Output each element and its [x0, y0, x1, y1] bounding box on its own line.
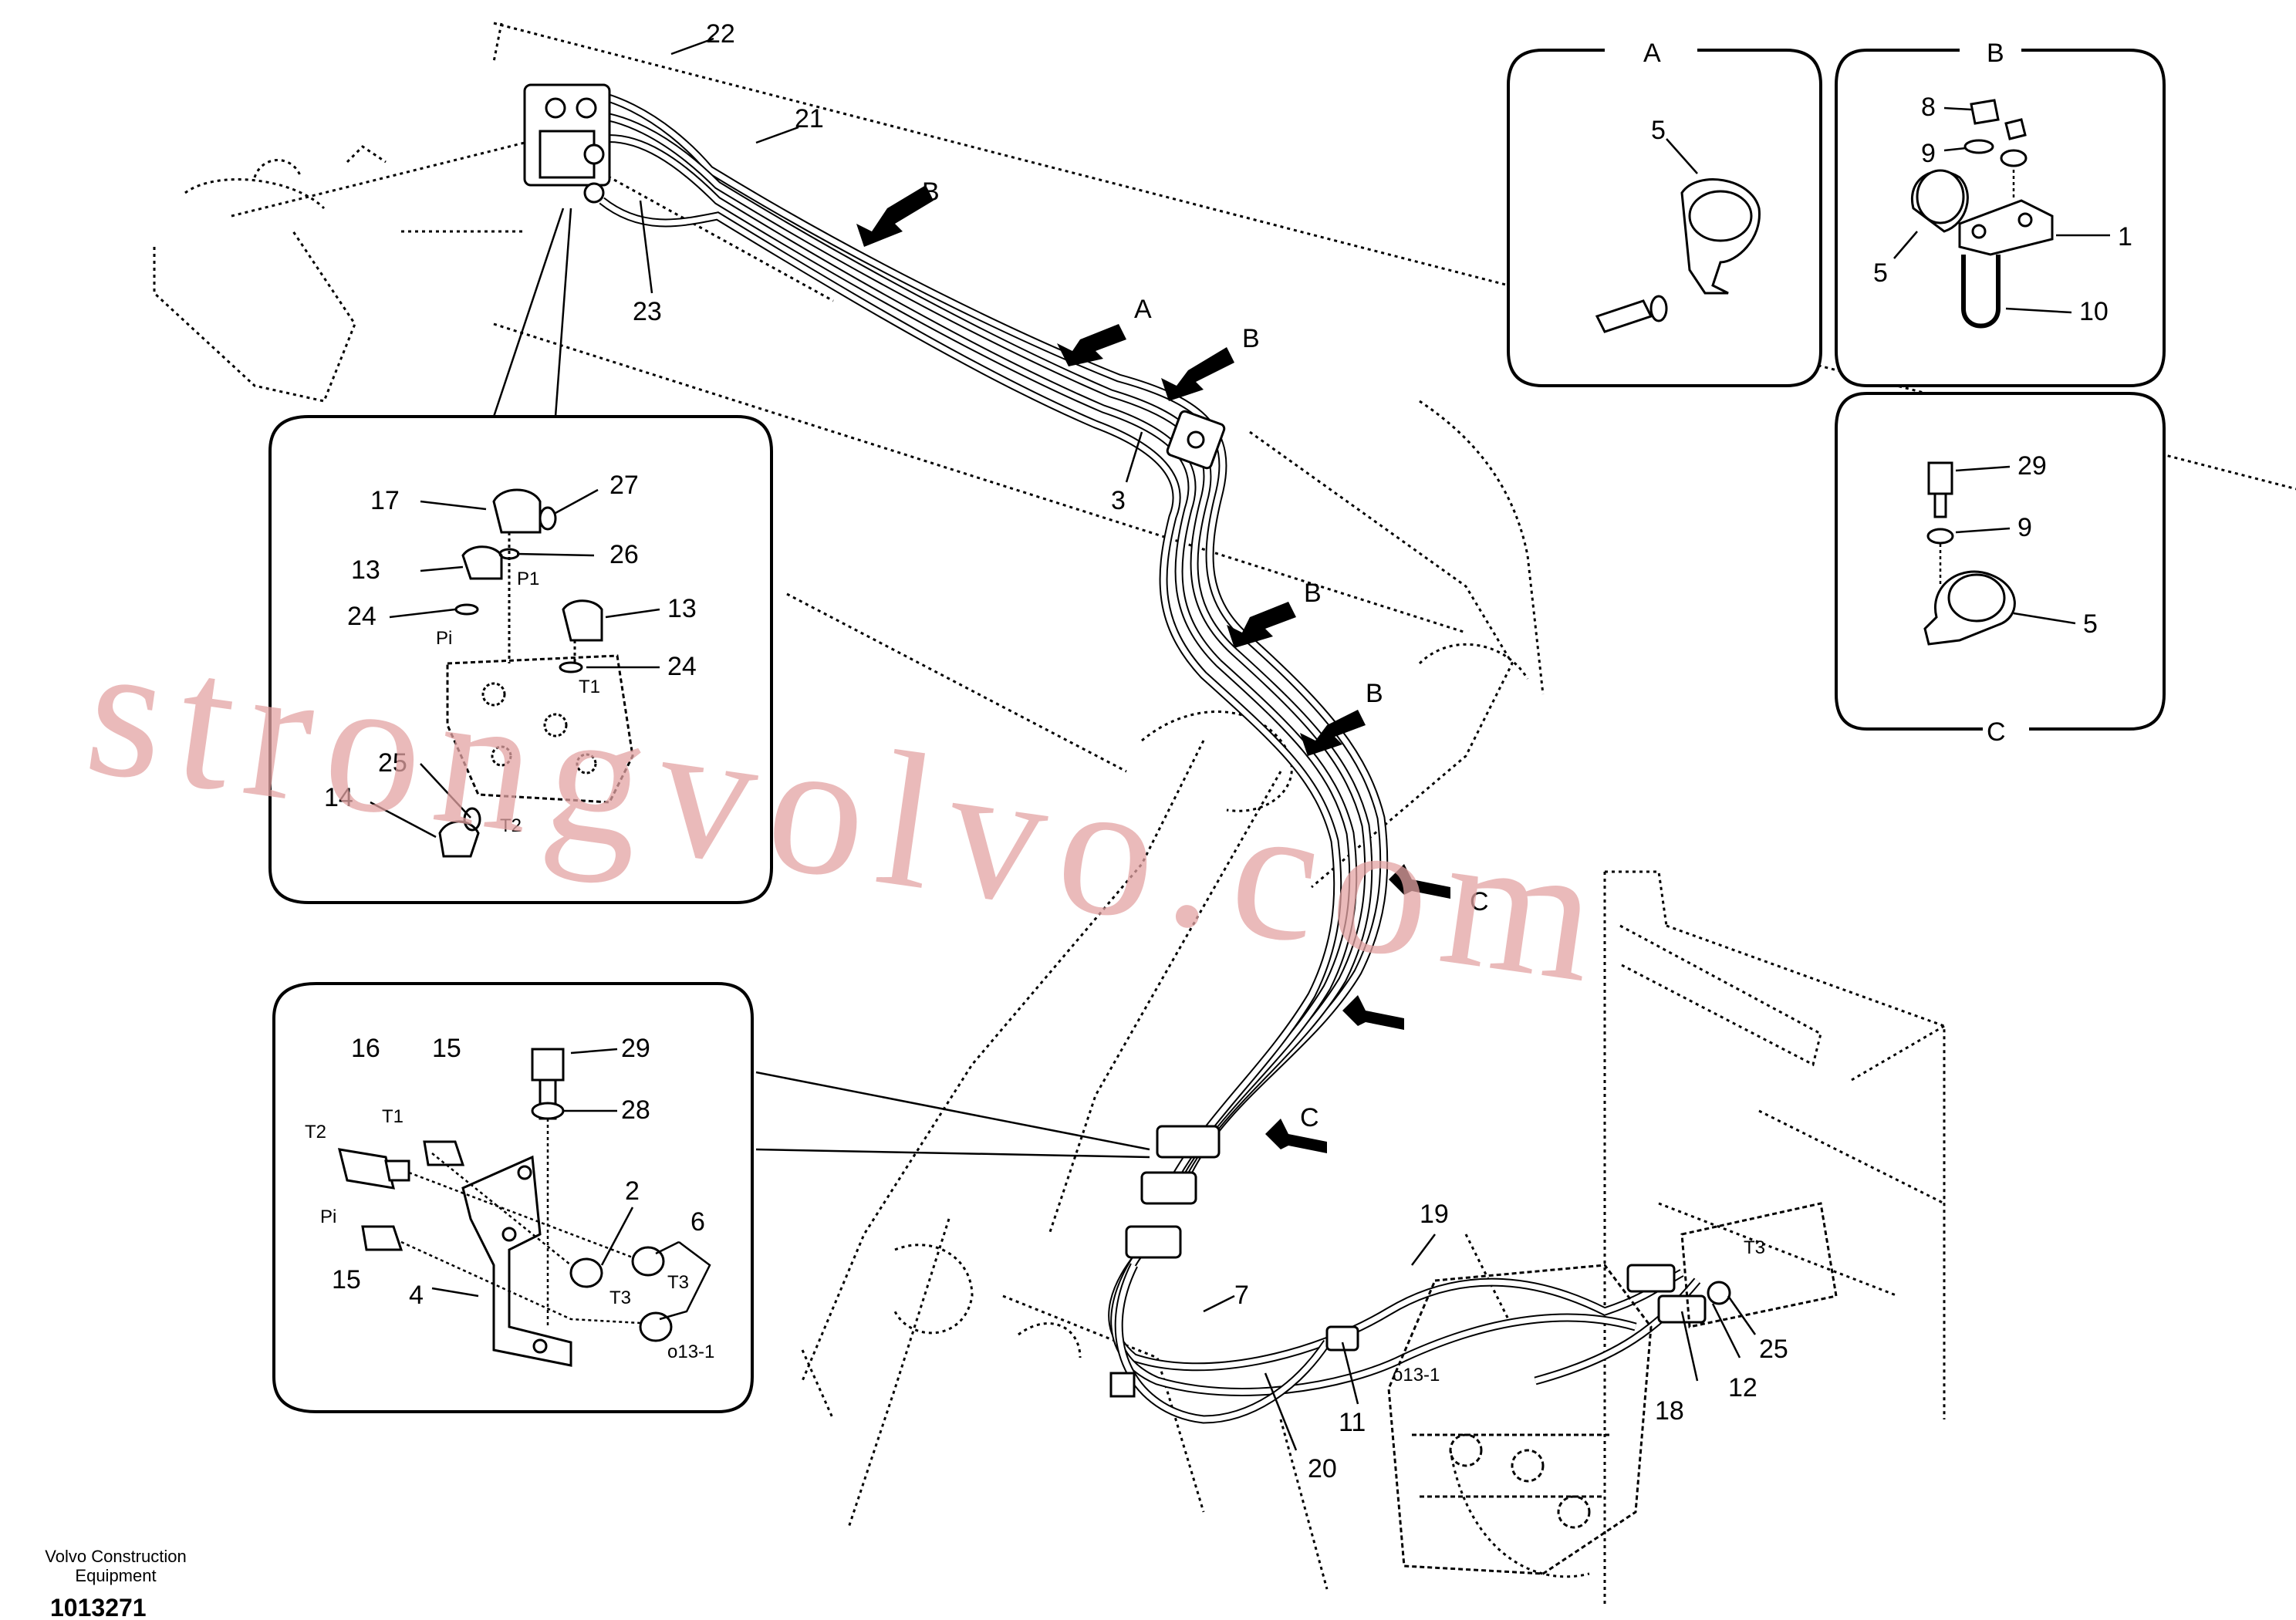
callout-c-29: 29	[2017, 451, 2047, 481]
callout-15-a: 15	[432, 1034, 461, 1063]
callout-11: 11	[1339, 1408, 1366, 1437]
callout-b-1: 1	[2118, 222, 2132, 251]
callout-27: 27	[609, 471, 639, 500]
callout-2: 2	[625, 1176, 640, 1206]
port-t3-main: T3	[1744, 1237, 1765, 1258]
callout-17: 17	[370, 486, 400, 515]
callout-24-a: 24	[347, 602, 376, 631]
hose-bundle	[555, 87, 1701, 1424]
arrow-a	[1057, 324, 1126, 366]
callout-b-5: 5	[1873, 258, 1888, 288]
detail-view-label-a: A	[1643, 39, 1661, 68]
callout-29-inset: 29	[621, 1034, 650, 1063]
port-pi-upper: Pi	[436, 628, 452, 649]
callout-23: 23	[633, 297, 662, 326]
port-t2-upper: T2	[500, 815, 522, 836]
main-leader-lines	[492, 37, 1757, 1451]
arrow-c3	[1265, 1119, 1327, 1153]
callout-7: 7	[1234, 1281, 1249, 1310]
arrow-c1	[1389, 864, 1450, 899]
callout-c-9: 9	[2017, 513, 2032, 542]
callout-c-5: 5	[2083, 609, 2098, 639]
callout-15-b: 15	[332, 1265, 361, 1294]
arrow-b3	[1227, 602, 1296, 648]
detail-view-c: C 29 9 5	[1835, 392, 2166, 747]
port-t1-upper: T1	[579, 677, 600, 697]
port-t3-lower-b: T3	[667, 1272, 689, 1293]
callout-b-8: 8	[1921, 93, 1936, 122]
footer-company-line2: Equipment	[75, 1566, 156, 1585]
callout-16: 16	[351, 1034, 380, 1063]
callout-24-b: 24	[667, 652, 697, 681]
arrow-label-a: A	[1134, 295, 1152, 324]
footer-company-line1: Volvo Construction	[45, 1547, 186, 1566]
callout-3: 3	[1111, 486, 1126, 515]
arrow-b2	[1161, 347, 1234, 401]
callout-a-5: 5	[1651, 116, 1666, 145]
callout-b-10: 10	[2079, 297, 2109, 326]
callout-26: 26	[609, 540, 639, 569]
arrow-label-b1: B	[922, 177, 940, 207]
callout-18: 18	[1655, 1396, 1684, 1426]
callout-14: 14	[324, 783, 353, 812]
inset-bracket-assembly: 16 15 29 28 2 6 15 4 T2 T1 Pi T3 T3 o13-…	[272, 982, 754, 1413]
port-p1: P1	[517, 569, 539, 589]
detail-view-label-c: C	[1987, 717, 2006, 747]
callout-12: 12	[1728, 1373, 1757, 1402]
callout-20: 20	[1308, 1454, 1337, 1483]
callout-13-b: 13	[667, 594, 697, 623]
callout-19: 19	[1420, 1200, 1449, 1229]
port-pi-lower: Pi	[320, 1207, 336, 1227]
inset-valve-fittings: 17 27 13 26 24 13 24 25 14 P1 Pi T1 T2	[268, 415, 773, 904]
detail-view-b: B 8 9 1 5 10	[1835, 39, 2166, 387]
callout-b-9: 9	[1921, 139, 1936, 168]
arrow-label-c1: C	[1470, 887, 1489, 916]
port-t2-lower: T2	[305, 1122, 326, 1142]
callout-4: 4	[409, 1281, 424, 1310]
port-o13-main: o13-1	[1393, 1365, 1440, 1385]
arrow-label-b3: B	[1304, 579, 1322, 608]
arrow-b4	[1300, 710, 1366, 756]
port-o13-lower: o13-1	[667, 1342, 714, 1362]
callout-21: 21	[795, 104, 824, 133]
callout-25-main: 25	[1759, 1335, 1788, 1364]
callout-28: 28	[621, 1095, 650, 1125]
fittings	[523, 83, 1731, 1398]
detail-view-a: A 5	[1507, 39, 1822, 387]
callout-6: 6	[690, 1207, 705, 1237]
detail-view-label-b: B	[1987, 39, 2004, 68]
control-valve	[1387, 1202, 1838, 1575]
arrow-label-c2: C	[1300, 1103, 1319, 1132]
drawing-number: 1013271	[50, 1594, 147, 1620]
port-t3-lower-a: T3	[609, 1288, 631, 1308]
arrow-label-b2: B	[1242, 324, 1260, 353]
callout-25-inset: 25	[378, 748, 407, 778]
machine-outline	[153, 22, 2296, 1605]
arrow-label-b4: B	[1366, 679, 1383, 708]
arrow-b1	[856, 185, 934, 247]
watermark-text: strongvolvo.com	[76, 600, 1624, 1025]
callout-22: 22	[706, 19, 735, 49]
callout-13-a: 13	[351, 555, 380, 585]
port-t1-lower: T1	[382, 1106, 403, 1127]
arrow-c2	[1342, 995, 1404, 1030]
view-arrows	[856, 185, 1450, 1153]
